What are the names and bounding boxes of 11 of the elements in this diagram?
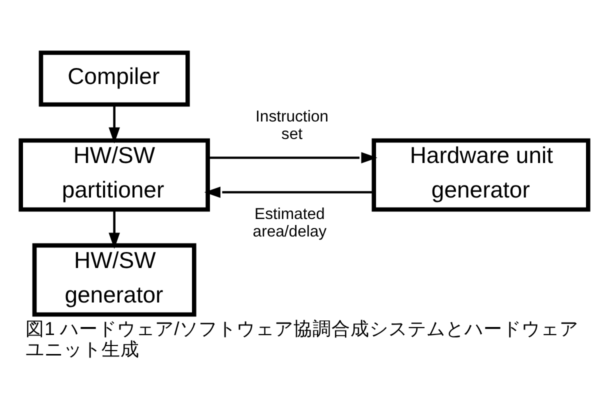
node-box: HW/SW partitioner — [18, 138, 210, 212]
node-box: HW/SW generator — [32, 243, 196, 317]
arrow — [108, 210, 120, 249]
node-box: Compiler — [38, 50, 190, 107]
edge-label: Instruction set — [256, 108, 328, 143]
arrow — [204, 186, 374, 198]
caption: 図1 ハードウェア/ソフトウェア協調合成システムとハードウェアユニット生成 — [26, 318, 578, 360]
node-box: Hardware unit generator — [372, 138, 590, 212]
edge-label: Estimated area/delay — [252, 206, 327, 240]
arrow — [108, 104, 120, 144]
arrow — [208, 152, 378, 164]
